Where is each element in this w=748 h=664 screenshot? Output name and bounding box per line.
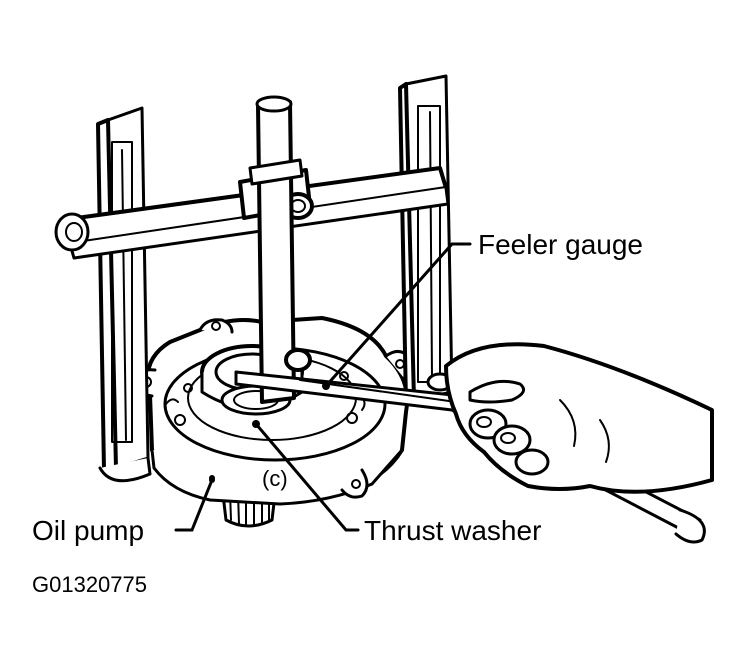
measuring-fixture — [54, 74, 454, 483]
figure-code: G01320775 — [32, 572, 147, 597]
pump-casting-mark: (c) — [262, 466, 288, 491]
label-feeler-gauge: Feeler gauge — [478, 229, 643, 260]
leader-thrust-washer — [254, 422, 360, 532]
leader-feeler-gauge — [324, 242, 472, 388]
pump-mount-lug-bottom — [340, 468, 369, 499]
label-oil-pump: Oil pump — [32, 515, 144, 546]
label-thrust-washer: Thrust washer — [364, 515, 541, 546]
column-side-knob — [284, 348, 312, 372]
beam-end-ring — [54, 212, 90, 252]
technician-hand — [444, 342, 714, 494]
callout-leaders — [174, 242, 472, 532]
leader-oil-pump — [174, 478, 214, 532]
pump-mount-lug-top — [198, 318, 234, 334]
hand-finger-2 — [492, 424, 532, 456]
hand-finger-3 — [514, 448, 550, 476]
